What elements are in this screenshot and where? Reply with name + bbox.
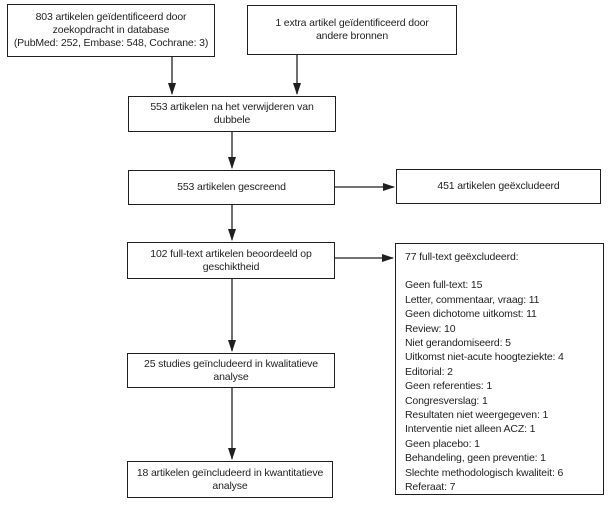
box-identified-other-sources: 1 extra artikel geïdentificeerd door and…	[247, 5, 457, 55]
box-text-line: 1 extra artikel geïdentificeerd door	[275, 17, 429, 29]
exclusion-item: Niet gerandomiseerd: 5	[405, 337, 511, 350]
box-fulltext-assessed: 102 full-text artikelen beoordeeld op ge…	[127, 242, 335, 279]
box-qualitative-included: 25 studies geïncludeerd in kwalitatieve …	[127, 353, 335, 388]
exclusion-item: Resultaten niet weergegeven: 1	[405, 409, 549, 422]
box-after-duplicates-removed: 553 artikelen na het verwijderen van dub…	[128, 96, 336, 132]
exclusion-item: Editorial: 2	[405, 365, 453, 378]
exclusion-item: Geen dichotome uitkomst: 11	[405, 308, 537, 321]
box-text-line: (PubMed: 252, Embase: 548, Cochrane: 3)	[13, 37, 209, 49]
exclusion-item: Letter, commentaar, vraag: 11	[405, 293, 540, 306]
exclusion-item: Congresverslag: 1	[405, 394, 488, 407]
box-quantitative-included: 18 artikelen geïncludeerd in kwantitatie…	[127, 461, 333, 498]
box-text-line: 102 full-text artikelen beoordeeld op	[150, 247, 312, 260]
exclusion-item: Uitkomst niet-acute hoogteziekte: 4	[405, 351, 564, 364]
box-text-line: 25 studies geïncludeerd in kwalitatieve	[144, 357, 318, 370]
box-text-line: analyse	[212, 479, 248, 492]
box-text-line: 553 artikelen gescreend	[177, 181, 286, 193]
box-identified-database: 803 artikelen geïdentificeerd door zoeko…	[7, 4, 215, 57]
exclusion-item: Geen placebo: 1	[405, 437, 480, 450]
box-screened: 553 artikelen gescreend	[128, 170, 335, 205]
box-text-line: geschiktheid	[202, 260, 260, 273]
exclusion-item: Interventie niet alleen ACZ: 1	[405, 423, 536, 436]
exclusion-item: Review: 10	[405, 322, 456, 335]
box-fulltext-excluded: 77 full-text geëxcludeerd: Geen full-tex…	[395, 243, 604, 495]
box-text-line: 18 artikelen geïncludeerd in kwantitatie…	[136, 466, 324, 479]
box-text-line: 803 artikelen geïdentificeerd door	[35, 11, 187, 23]
box-text-line: andere bronnen	[315, 30, 389, 42]
box-text-line: 553 artikelen na het verwijderen van	[150, 101, 314, 113]
exclusion-heading: 77 full-text geëxcludeerd:	[405, 251, 519, 263]
exclusion-item: Referaat: 7	[405, 481, 456, 494]
exclusion-item: Geen referenties: 1	[405, 380, 493, 393]
box-excluded-after-screening: 451 artikelen geëxcludeerd	[396, 169, 601, 204]
box-text-line: analyse	[213, 370, 249, 383]
exclusion-item: Slechte methodologisch kwaliteit: 6	[405, 466, 564, 479]
box-text-line: 451 artikelen geëxcludeerd	[437, 180, 560, 192]
exclusion-item: Behandeling, geen preventie: 1	[405, 452, 546, 465]
exclusion-item: Geen full-text: 15	[405, 279, 483, 292]
box-text-line: dubbele	[213, 114, 251, 126]
box-text-line: zoekopdracht in database	[52, 24, 170, 36]
